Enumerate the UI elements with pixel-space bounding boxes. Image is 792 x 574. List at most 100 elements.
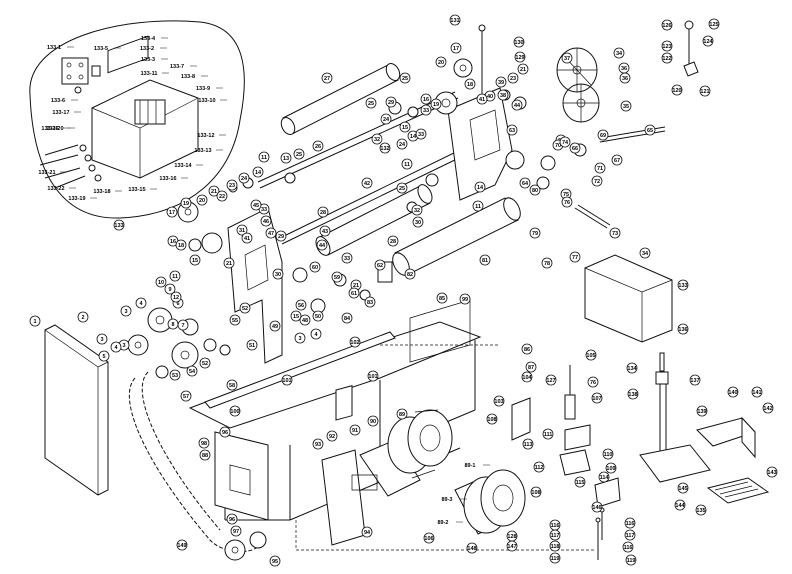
callout-number: 131 — [450, 18, 459, 24]
callout-20: 20 — [196, 194, 208, 206]
callout-18: 18 — [175, 239, 187, 251]
callout-balloon — [246, 339, 258, 351]
callout-133-7: 133-7 — [170, 64, 197, 70]
callout-30: 30 — [272, 268, 284, 280]
callout-89: 89 — [396, 408, 408, 420]
callout-143: 143 — [766, 466, 778, 478]
callout-number: 126 — [662, 23, 671, 29]
callout-11: 11 — [472, 200, 484, 212]
left-gear-train — [127, 201, 231, 379]
callout-number: 27 — [324, 76, 330, 82]
callout-balloon — [549, 529, 561, 541]
callout-43: 43 — [319, 225, 331, 237]
callout-1: 1 — [29, 315, 41, 327]
callout-number: 141 — [752, 390, 761, 396]
callout-148: 148 — [466, 542, 478, 554]
callout-balloon — [464, 78, 476, 90]
callout-number: 46 — [263, 219, 269, 225]
callout-balloon — [326, 430, 338, 442]
callout-balloon — [198, 437, 210, 449]
callout-balloon — [517, 63, 529, 75]
callout-balloon — [316, 239, 328, 251]
callout-balloon — [269, 320, 281, 332]
callout-78: 78 — [541, 257, 553, 269]
callout-55: 55 — [229, 314, 241, 326]
callout-balloon — [611, 154, 623, 166]
callout-balloon — [280, 152, 292, 164]
callout-balloon — [574, 476, 586, 488]
callout-number: 94 — [364, 530, 371, 536]
callout-27: 27 — [321, 72, 333, 84]
callout-number: 47 — [268, 231, 274, 237]
callout-number: 3 — [100, 337, 103, 343]
callout-number: 70 — [555, 143, 561, 149]
callout-76: 76 — [561, 196, 573, 208]
callout-99: 99 — [459, 293, 471, 305]
callout-25: 25 — [396, 182, 408, 194]
callout-20: 20 — [435, 56, 447, 68]
callout-number: 45 — [253, 203, 259, 209]
callout-3: 3 — [120, 305, 132, 317]
callout-balloon — [591, 392, 603, 404]
callout-number: 135 — [696, 508, 705, 514]
callout-number: 133-16 — [159, 176, 176, 182]
callout-balloon — [627, 388, 639, 400]
callout-number: 133-3 — [141, 57, 155, 63]
callout-76: 76 — [587, 376, 599, 388]
callout-balloon — [281, 374, 293, 386]
callout-141: 141 — [751, 386, 763, 398]
callout-72: 72 — [591, 175, 603, 187]
callout-number: 93 — [315, 442, 321, 448]
callout-balloon — [319, 225, 331, 237]
callout-7: 7 — [177, 319, 189, 331]
callout-138: 138 — [627, 388, 639, 400]
callout-balloon — [299, 314, 311, 326]
callout-number: 8 — [171, 322, 174, 328]
callout-122: 122 — [661, 52, 673, 64]
callout-12: 12 — [170, 291, 182, 303]
callout-balloon — [677, 323, 689, 335]
callout-number: 6 — [176, 301, 179, 307]
callout-number: 50 — [315, 314, 321, 320]
callout-balloon — [602, 448, 614, 460]
callout-112: 112 — [533, 461, 545, 473]
callout-15: 15 — [189, 254, 201, 266]
callout-50: 50 — [312, 310, 324, 322]
callout-number: 78 — [544, 261, 550, 267]
callout-balloon — [695, 504, 707, 516]
callout-balloon — [166, 206, 178, 218]
callout-119: 119 — [625, 554, 637, 566]
callout-140: 140 — [727, 386, 739, 398]
callout-31: 31 — [236, 224, 248, 236]
callout-46: 46 — [260, 215, 272, 227]
callout-number: 92 — [329, 434, 335, 440]
callout-60: 60 — [309, 261, 321, 273]
callout-4: 4 — [310, 328, 322, 340]
callout-49: 49 — [269, 320, 281, 332]
callout-number: 10 — [158, 280, 164, 286]
callout-number: 144 — [675, 503, 685, 509]
callout-number: 142 — [763, 406, 772, 412]
callout-number: 76 — [564, 200, 570, 206]
callout-number: 17 — [453, 46, 459, 52]
callout-number: 133-17 — [52, 110, 69, 116]
callout-number: 25 — [368, 101, 374, 107]
callout-56: 56 — [295, 299, 307, 311]
callout-number: 139 — [697, 409, 706, 415]
right-cabinet — [584, 254, 673, 343]
callout-number: 133-25 — [41, 126, 58, 132]
callout-116: 116 — [549, 519, 561, 531]
callout-133-15: 133-15 — [128, 187, 157, 193]
callout-149: 149 — [176, 539, 188, 551]
callout-117: 117 — [624, 529, 636, 541]
callout-number: 36 — [622, 76, 628, 82]
callout-number: 37 — [564, 56, 570, 62]
callout-88: 88 — [199, 449, 211, 461]
callout-number: 104 — [522, 375, 532, 381]
callout-number: 133-13 — [194, 148, 211, 154]
callout-balloon — [497, 89, 509, 101]
callout-balloon — [113, 219, 125, 231]
callout-balloon — [626, 362, 638, 374]
callout-103: 103 — [493, 395, 505, 407]
callout-133-11: 133-11 — [141, 71, 169, 77]
